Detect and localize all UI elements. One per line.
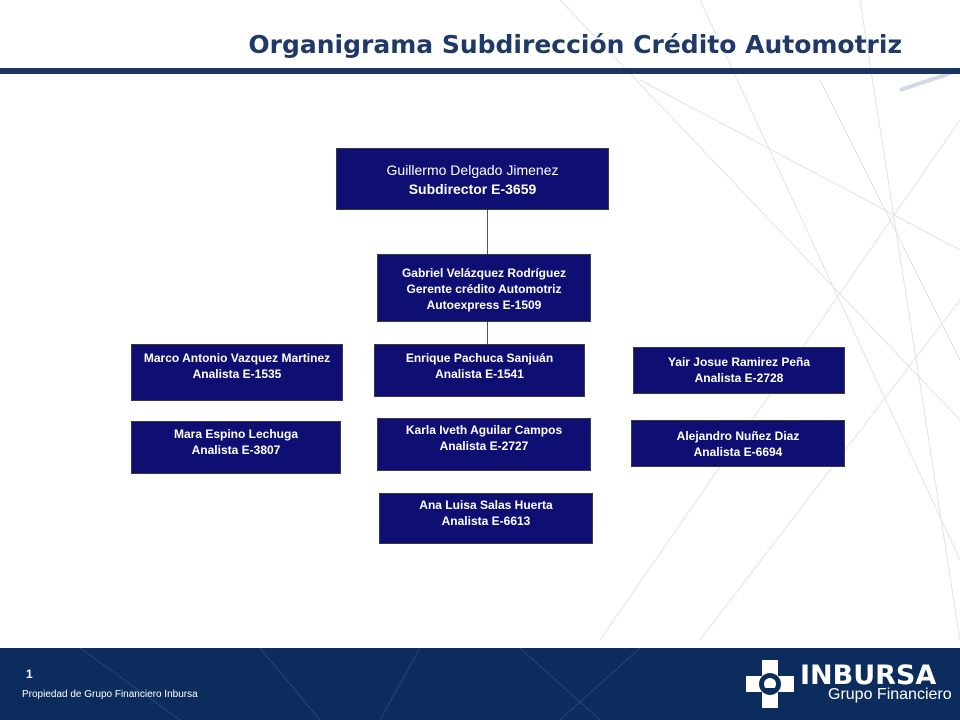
org-node-analyst: Alejandro Nuñez Diaz Analista E-6694 [631,420,845,467]
node-role: Analista E-3807 [191,443,281,457]
brand-subtitle: Grupo Financiero [828,686,952,703]
node-name: Enrique Pachuca Sanjuán [405,351,554,365]
brand-name: INBURSA [800,660,937,691]
page-number: 1 [26,667,33,681]
org-node-analyst: Karla Iveth Aguilar Campos Analista E-27… [377,418,591,471]
connector-line [487,209,488,254]
node-name: Mara Espino Lechuga [173,427,299,441]
org-node-analyst: Yair Josue Ramirez Peña Analista E-2728 [633,347,845,394]
connector-line [487,322,488,344]
node-role: Analista E-6694 [693,445,783,459]
node-role: Analista E-1535 [192,367,282,381]
node-role: Subdirector E-3659 [408,181,537,197]
node-role: Gerente crédito Automotriz [406,282,562,296]
property-notice: Propiedad de Grupo Financiero Inbursa [22,689,198,700]
org-node-subdirector: Guillermo Delgado Jimenez Subdirector E-… [336,148,609,210]
node-name: Alejandro Nuñez Diaz [676,429,800,443]
node-name: Gabriel Velázquez Rodríguez [401,266,567,280]
node-name: Ana Luisa Salas Huerta [419,498,553,512]
inbursa-logo-icon [746,660,794,708]
title-divider [0,68,960,74]
footer-decoration [79,648,641,720]
node-role: Analista E-1541 [435,367,524,381]
node-name: Yair Josue Ramirez Peña [667,355,811,369]
org-node-analyst: Ana Luisa Salas Huerta Analista E-6613 [379,493,593,544]
node-role: Analista E-2727 [439,439,529,453]
node-unit: Autoexpress E-1509 [426,298,542,312]
node-role: Analista E-6613 [441,514,531,528]
footer-bar [0,648,960,720]
node-name: Marco Antonio Vazquez Martinez [143,351,331,365]
org-node-analyst: Marco Antonio Vazquez Martinez Analista … [131,344,343,401]
page-title: Organigrama Subdirección Crédito Automot… [248,30,902,59]
org-node-analyst: Enrique Pachuca Sanjuán Analista E-1541 [374,344,585,397]
node-name: Karla Iveth Aguilar Campos [405,423,563,437]
org-node-analyst: Mara Espino Lechuga Analista E-3807 [131,421,341,474]
node-name: Guillermo Delgado Jimenez [386,162,559,178]
node-role: Analista E-2728 [694,371,784,385]
org-node-gerente: Gabriel Velázquez Rodríguez Gerente créd… [377,254,591,322]
